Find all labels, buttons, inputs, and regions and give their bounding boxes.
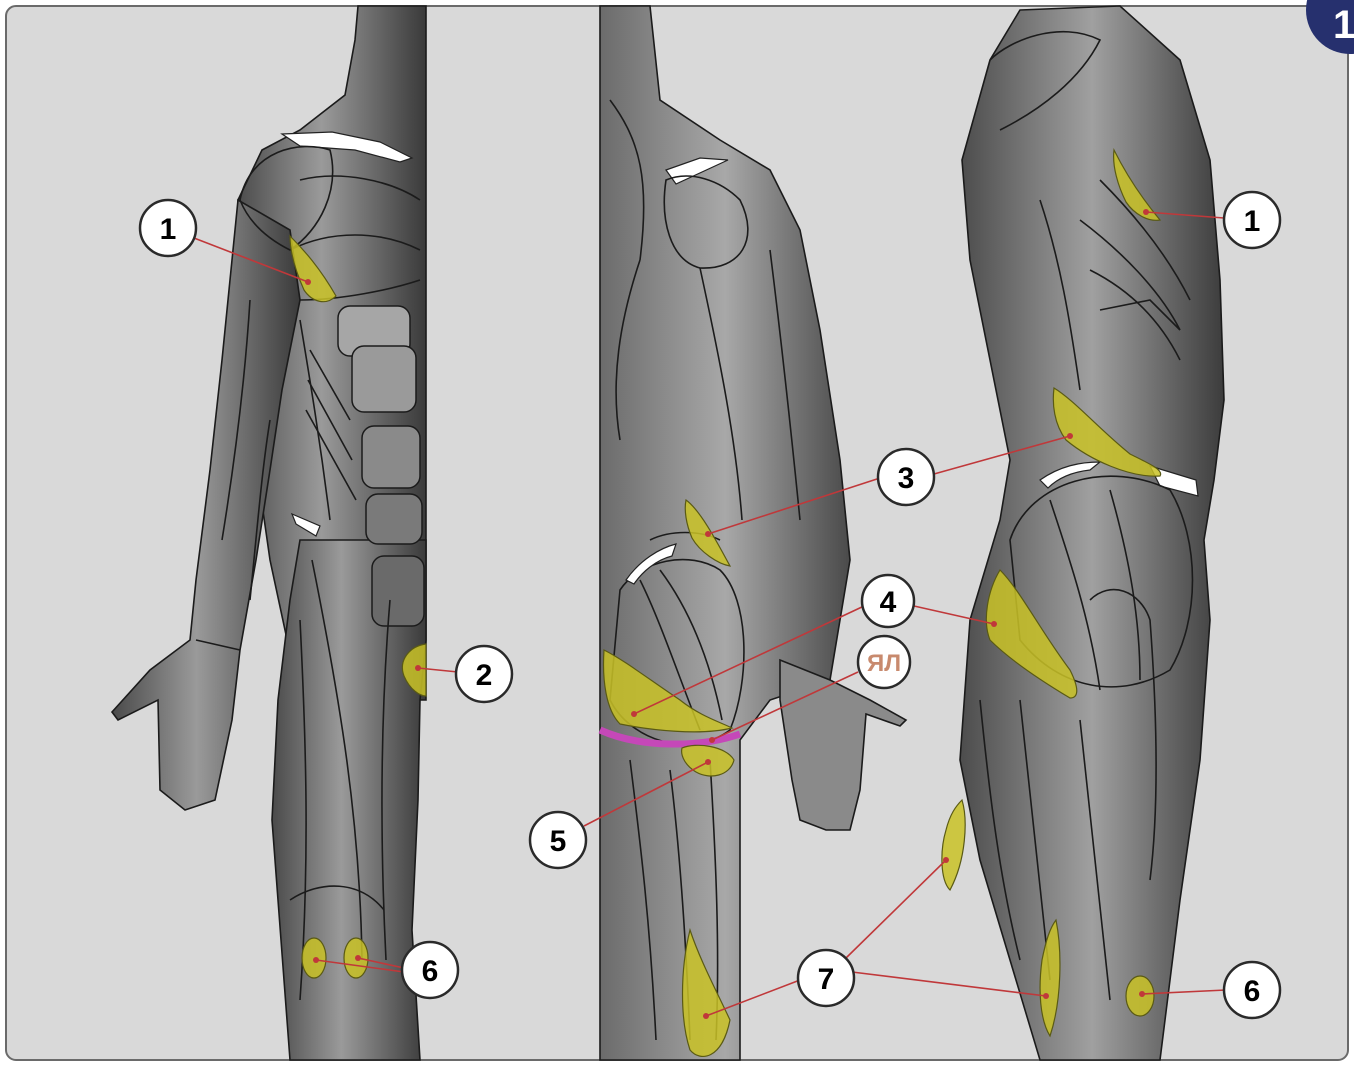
callout-label: 4 bbox=[880, 586, 897, 619]
callout-label: 6 bbox=[1244, 975, 1261, 1008]
callout-label: 2 bbox=[476, 659, 493, 692]
callout-label: 3 bbox=[898, 462, 915, 495]
callout-back-5: 5 bbox=[530, 812, 586, 868]
callout-label: 1 bbox=[160, 213, 177, 246]
callout-side-6: 6 bbox=[1224, 962, 1280, 1018]
callout-back-7: 7 bbox=[798, 950, 854, 1006]
callout-back-4: 4 bbox=[862, 575, 914, 627]
callout-back-3: 3 bbox=[878, 449, 934, 505]
callout-label: 6 bbox=[422, 955, 439, 988]
callout-back-yl: ЯЛ bbox=[858, 636, 910, 688]
page-number-text: 1 bbox=[1333, 3, 1354, 47]
callout-label: 7 bbox=[818, 963, 835, 996]
callout-label: ЯЛ bbox=[867, 650, 901, 677]
callout-front-1: 1 bbox=[140, 200, 196, 256]
callout-front-2: 2 bbox=[456, 646, 512, 702]
callout-side-1: 1 bbox=[1224, 192, 1280, 248]
callout-label: 1 bbox=[1244, 205, 1261, 238]
callout-label: 5 bbox=[550, 825, 567, 858]
callout-front-6: 6 bbox=[402, 942, 458, 998]
